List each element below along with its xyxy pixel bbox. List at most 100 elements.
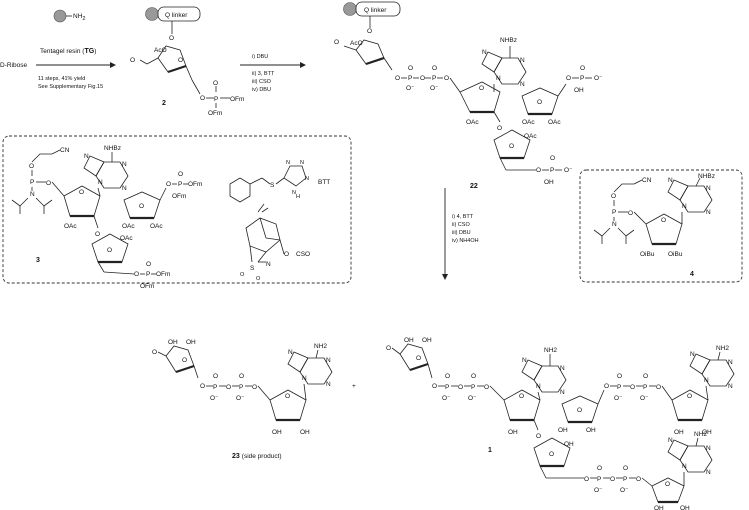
svg-text:O⁻: O⁻ xyxy=(594,75,603,82)
svg-text:O: O xyxy=(79,189,84,196)
svg-text:O: O xyxy=(178,57,183,64)
svg-text:OH: OH xyxy=(404,337,414,344)
svg-text:OAc: OAc xyxy=(122,223,135,230)
start-note-1: 11 steps, 41% yield xyxy=(38,76,85,82)
svg-text:OAc: OAc xyxy=(64,223,77,230)
svg-text:O⁻: O⁻ xyxy=(236,395,245,402)
step2-r4: iv) NH4OH xyxy=(452,238,479,244)
svg-text:O: O xyxy=(479,85,484,92)
svg-text:O: O xyxy=(628,210,633,217)
svg-text:OH: OH xyxy=(300,429,310,436)
svg-text:N: N xyxy=(496,75,501,82)
svg-text:OFm: OFm xyxy=(156,271,170,278)
svg-text:P: P xyxy=(432,75,436,82)
svg-text:OH: OH xyxy=(586,427,596,434)
c22-number: 22 xyxy=(470,183,478,190)
reagent-box-right xyxy=(579,169,743,283)
svg-text:P: P xyxy=(623,476,627,483)
svg-text:O: O xyxy=(46,180,51,187)
svg-text:O: O xyxy=(420,75,425,82)
svg-text:N: N xyxy=(560,365,565,372)
c4-obu2: OiBu xyxy=(668,251,683,258)
svg-text:N: N xyxy=(706,445,711,452)
svg-text:H: H xyxy=(296,194,300,200)
svg-text:OAc: OAc xyxy=(524,133,537,140)
svg-text:O: O xyxy=(285,393,290,400)
svg-text:O: O xyxy=(146,261,151,268)
svg-text:P: P xyxy=(617,384,621,391)
start-material: D-Ribose xyxy=(0,62,27,69)
svg-text:N: N xyxy=(682,203,687,210)
svg-text:O⁻: O⁻ xyxy=(614,395,623,402)
resin-amine: NH xyxy=(73,13,83,20)
c4-base: NHBz xyxy=(698,173,715,180)
svg-text:O: O xyxy=(444,75,449,82)
svg-text:O: O xyxy=(497,125,502,132)
c4-number: 4 xyxy=(690,271,694,278)
c2-aco: AcO xyxy=(154,47,167,54)
c2-linker: Q linker xyxy=(165,12,188,19)
svg-text:OH: OH xyxy=(574,87,584,94)
svg-text:23(side product): 23(side product) xyxy=(232,453,282,460)
svg-text:O: O xyxy=(395,75,400,82)
svg-text:N: N xyxy=(668,177,673,184)
start-note-2: See Supplementary Fig.15 xyxy=(38,84,103,90)
svg-text:N: N xyxy=(706,469,711,476)
svg-text:OH: OH xyxy=(422,337,432,344)
svg-text:N: N xyxy=(728,383,733,390)
svg-text:N: N xyxy=(682,463,687,470)
svg-text:O⁻: O⁻ xyxy=(442,395,451,402)
svg-text:O⁻: O⁻ xyxy=(210,395,219,402)
step1-r2: ii) 3, BTT xyxy=(252,71,275,77)
compound-1: O OH OH O O P O P O O O O⁻ O⁻ O OH O N N… xyxy=(386,337,735,510)
svg-text:N: N xyxy=(266,261,271,268)
svg-text:OAc: OAc xyxy=(548,119,561,126)
c22-aco: AcO xyxy=(350,40,363,47)
c23-note: (side product) xyxy=(242,453,282,460)
svg-text:OFm: OFm xyxy=(140,283,154,290)
svg-text:O: O xyxy=(687,393,692,400)
svg-text:N: N xyxy=(288,349,293,356)
svg-text:OH: OH xyxy=(544,179,554,186)
svg-text:P: P xyxy=(30,179,34,186)
svg-text:O: O xyxy=(610,476,615,483)
svg-text:O: O xyxy=(643,373,648,380)
step1-r1: i) DBU xyxy=(252,54,268,60)
c4-obu1: OiBu xyxy=(640,251,655,258)
c1-number: 1 xyxy=(488,447,492,454)
svg-text:O: O xyxy=(665,481,670,488)
svg-text:P: P xyxy=(146,271,150,278)
svg-text:O: O xyxy=(549,451,554,458)
svg-text:O: O xyxy=(432,383,437,390)
c23-number: 23 xyxy=(232,453,240,460)
svg-text:N: N xyxy=(522,357,527,364)
svg-text:O: O xyxy=(580,65,585,72)
svg-text:O: O xyxy=(656,384,661,391)
c1-base-3: NH2 xyxy=(694,431,707,438)
svg-text:O: O xyxy=(458,384,463,391)
btt-label: BTT xyxy=(318,179,330,186)
svg-text:N: N xyxy=(668,437,673,444)
svg-text:P: P xyxy=(471,384,475,391)
svg-text:O⁻: O⁻ xyxy=(406,85,415,92)
compound-22: Q linker O AcO O O P O P O O O O⁻ O⁻ O N… xyxy=(334,1,603,190)
svg-text:O: O xyxy=(29,163,34,170)
svg-text:O: O xyxy=(134,271,139,278)
svg-text:P: P xyxy=(597,476,601,483)
cso-label: CSO xyxy=(296,251,310,258)
svg-text:Tentagel resin (TG): Tentagel resin (TG) xyxy=(40,48,96,55)
svg-text:P: P xyxy=(550,167,554,174)
svg-text:O: O xyxy=(152,349,157,356)
svg-text:O: O xyxy=(484,384,489,391)
svg-text:O⁻: O⁻ xyxy=(620,487,629,494)
step2-r3: iii) DBU xyxy=(452,230,471,236)
svg-text:N: N xyxy=(706,185,711,192)
compound-4: P N O CN O O OiBu OiBu N N N N NHBz 4 xyxy=(593,173,715,278)
svg-text:P: P xyxy=(643,384,647,391)
svg-text:O: O xyxy=(661,217,666,224)
resin-label-post: ) xyxy=(94,48,96,55)
svg-text:OH: OH xyxy=(654,505,664,510)
svg-text:O: O xyxy=(213,80,218,87)
svg-text:O: O xyxy=(445,373,450,380)
